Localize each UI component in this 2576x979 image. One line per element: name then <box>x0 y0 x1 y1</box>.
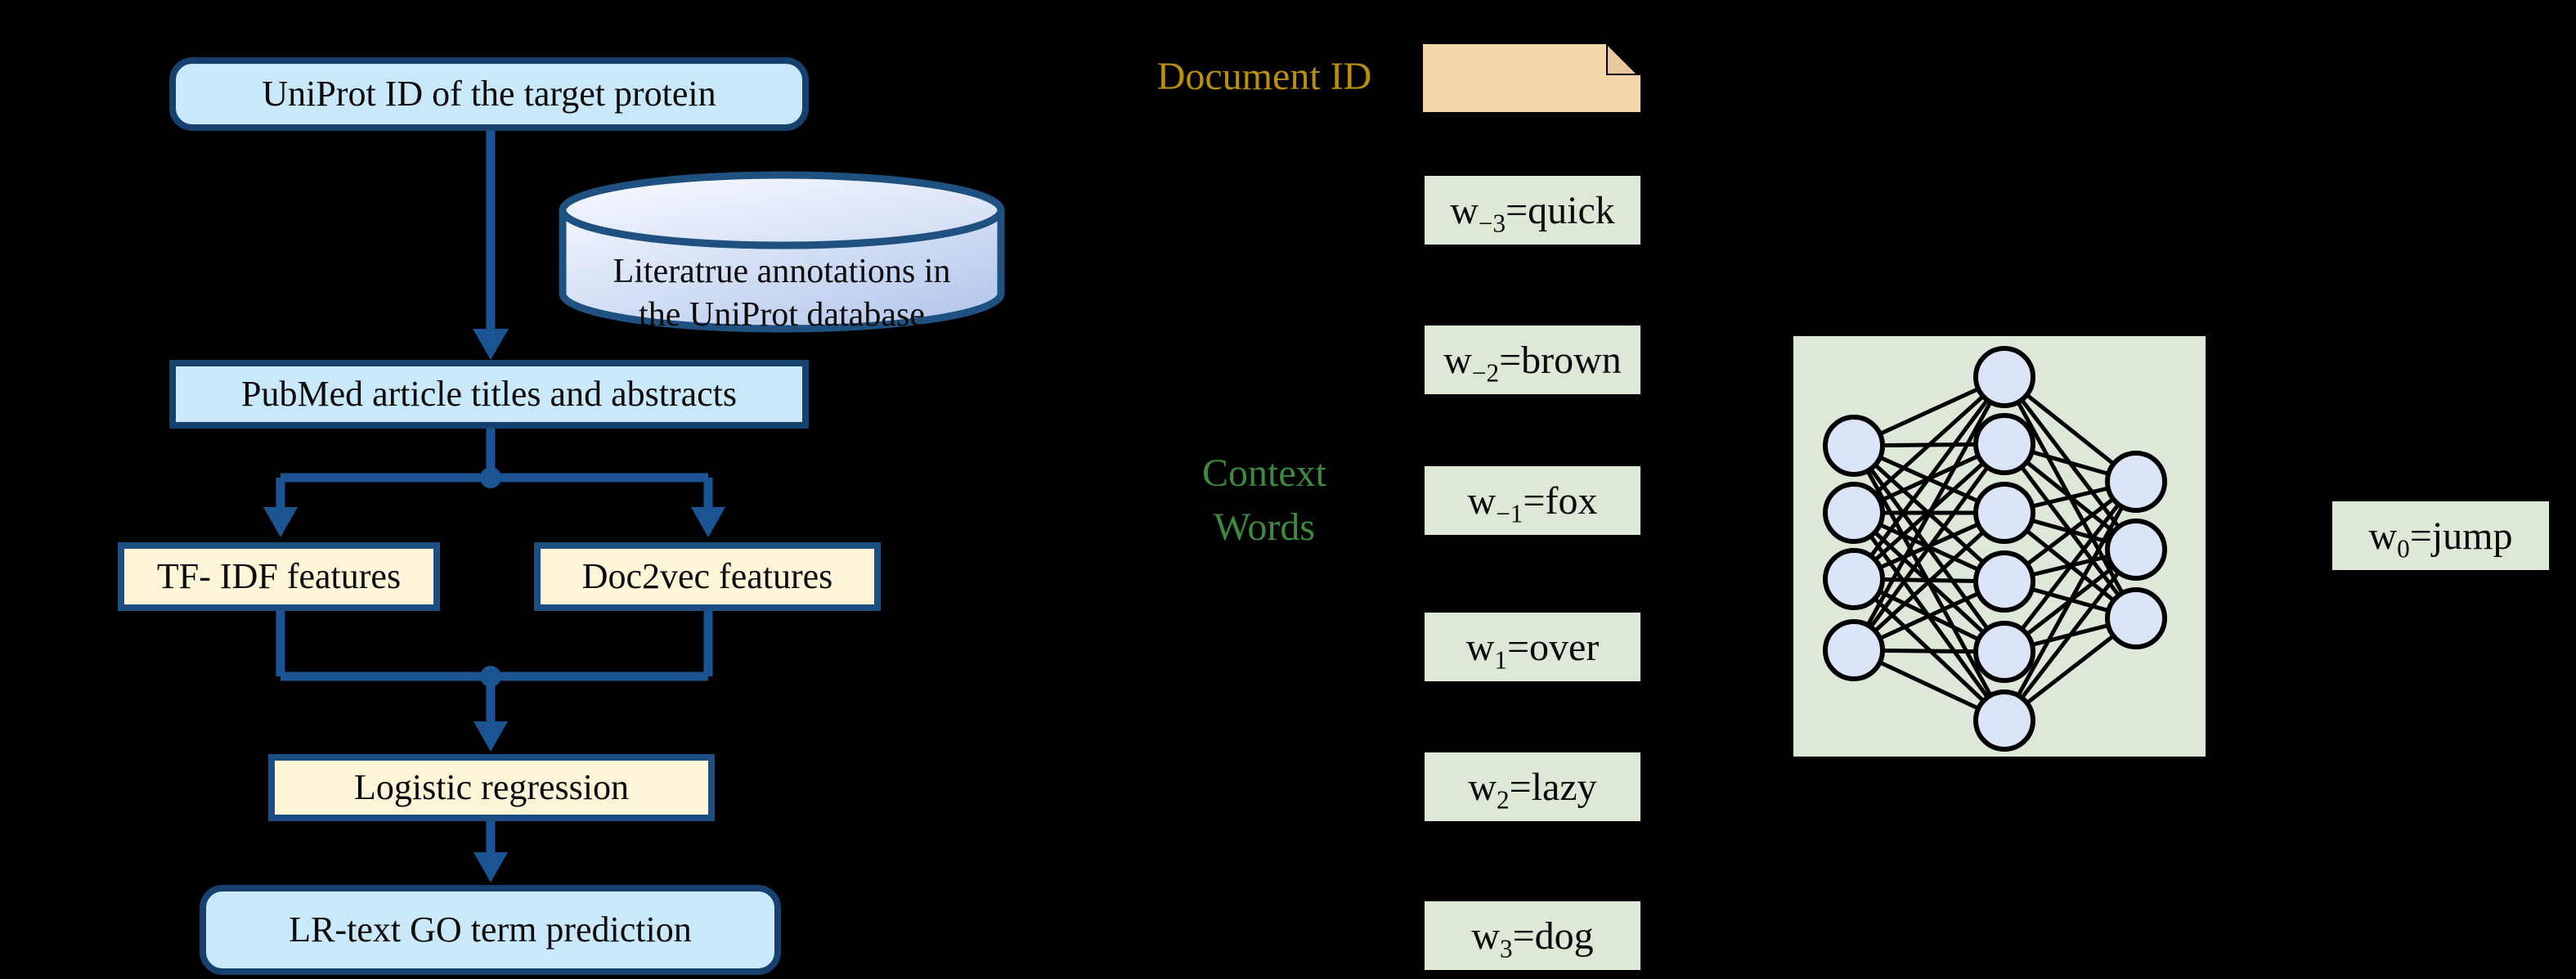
merge-features-to-logistic <box>276 611 713 752</box>
context-word-text: w2=lazy <box>1468 765 1597 815</box>
network-node <box>1973 346 2035 408</box>
arrowhead-icon <box>473 852 508 882</box>
context-word-text: w−1=fox <box>1467 478 1598 528</box>
network-edge <box>2003 480 2138 653</box>
database-label-line1: Literatrue annotations in <box>613 253 951 290</box>
database-label-line2: the UniProt database <box>639 296 925 334</box>
prediction-box: LR-text GO term prediction <box>200 885 781 975</box>
context-word-box: w2=lazy <box>1425 752 1640 821</box>
tfidf-box: TF- IDF features <box>118 542 440 611</box>
uniprot-id-label: UniProt ID of the target protein <box>262 73 716 114</box>
network-node <box>1823 482 1885 544</box>
logistic-regression-box: Logistic regression <box>268 754 715 821</box>
neural-network-diagram <box>1823 346 2167 752</box>
tfidf-label: TF- IDF features <box>156 555 402 596</box>
target-word-box: w0=jump <box>2332 501 2549 570</box>
network-edge <box>2003 548 2138 722</box>
junction-dot <box>480 467 501 488</box>
prediction-label: LR-text GO term prediction <box>289 909 692 950</box>
context-words-line1: Context <box>1202 451 1326 495</box>
network-edge <box>1851 375 2007 581</box>
arrowhead-icon <box>691 507 725 537</box>
document-id-label: Document ID <box>1156 55 1372 98</box>
context-word-box: w−1=fox <box>1425 466 1640 535</box>
doc2vec-label: Doc2vec features <box>581 555 833 596</box>
network-node <box>1973 621 2035 683</box>
pubmed-box: PubMed article titles and abstracts <box>169 360 809 429</box>
network-node <box>1823 619 1885 681</box>
database-cylinder-label: Literatrue annotations in the UniProt da… <box>553 250 1011 337</box>
context-word-text: w−2=brown <box>1443 338 1622 388</box>
network-node <box>1973 413 2035 475</box>
network-node <box>2105 451 2167 513</box>
network-node <box>2105 519 2167 581</box>
network-node <box>1823 548 1885 610</box>
network-edge <box>1852 375 2006 514</box>
arrow-logistic-to-prediction <box>473 821 508 882</box>
context-word-text: w1=over <box>1465 625 1600 675</box>
network-node <box>1973 482 2035 544</box>
arrowhead-icon <box>263 507 298 537</box>
pubmed-label: PubMed article titles and abstracts <box>240 373 738 414</box>
arrowhead-icon <box>473 329 509 360</box>
context-word-box: w−3=quick <box>1425 176 1640 245</box>
document-icon <box>1423 44 1640 112</box>
uniprot-id-box: UniProt ID of the target protein <box>169 57 809 131</box>
context-words-label: Context Words <box>1129 447 1400 555</box>
target-word-text: w0=jump <box>2368 514 2513 564</box>
doc2vec-box: Doc2vec features <box>534 542 881 611</box>
network-node <box>1823 415 1885 477</box>
context-words-line2: Words <box>1213 505 1316 549</box>
network-node <box>2105 587 2167 649</box>
context-word-box: w1=over <box>1425 613 1640 681</box>
database-cylinder-icon <box>559 171 1005 333</box>
context-word-box: w3=dog <box>1425 901 1640 970</box>
network-node <box>1973 550 2035 613</box>
context-word-box: w−2=brown <box>1425 326 1640 394</box>
network-edge <box>1851 375 2007 652</box>
context-word-text: w−3=quick <box>1450 188 1615 238</box>
context-word-text: w3=dog <box>1471 914 1594 963</box>
network-edge <box>1852 511 2006 652</box>
network-edge <box>2002 480 2138 722</box>
logistic-regression-label: Logistic regression <box>353 766 630 807</box>
network-edge <box>1851 442 2007 652</box>
branch-pubmed-to-features <box>263 428 725 537</box>
arrowhead-icon <box>473 721 508 752</box>
network-node <box>1973 689 2035 752</box>
